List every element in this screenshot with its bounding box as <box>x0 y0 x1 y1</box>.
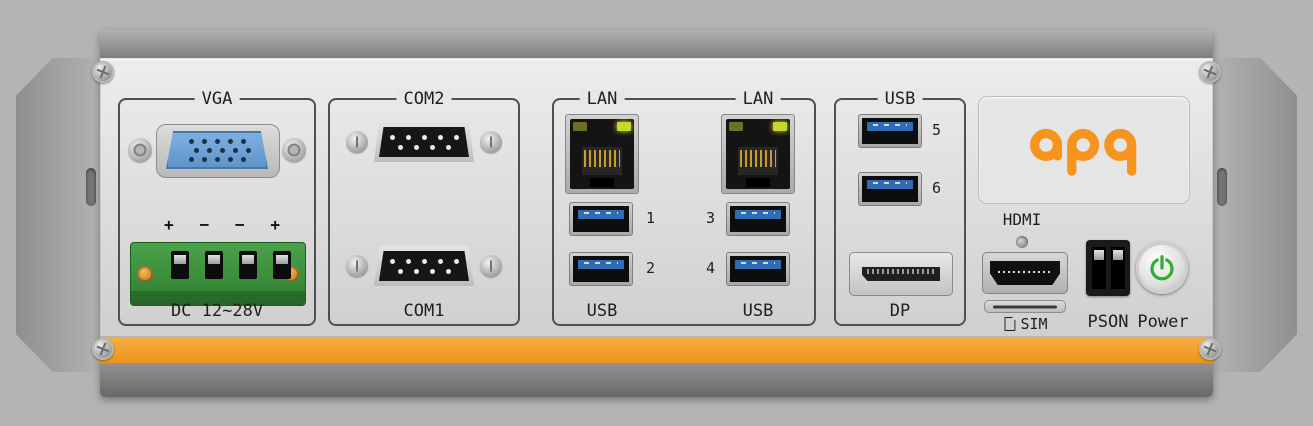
lan-led <box>573 122 587 131</box>
com-screw-post <box>480 255 502 277</box>
com1-label: COM1 <box>403 301 445 321</box>
usb-port-1 <box>569 202 633 236</box>
usb-left-label: USB <box>586 301 618 321</box>
com2-port <box>374 122 474 162</box>
mounting-ear-left <box>16 58 108 372</box>
polarity-mark: − <box>199 215 210 234</box>
chassis-bottom-edge <box>100 363 1213 397</box>
mounting-slot <box>1217 168 1227 206</box>
power-label: Power <box>1137 312 1189 332</box>
lan-usb-section: LAN LAN 1 2 3 4 USB USB <box>552 89 816 326</box>
vga-section: VGA + − − + DC 12~28V <box>118 89 316 326</box>
lan-led <box>617 122 631 131</box>
screw <box>92 61 114 83</box>
usb-port-number: 6 <box>932 179 942 197</box>
pson-pin <box>1091 247 1106 289</box>
mounting-ear-right <box>1205 58 1297 372</box>
usb-port-4 <box>726 252 790 286</box>
vga-port <box>166 131 268 169</box>
lan-right-label: LAN <box>735 89 781 109</box>
vga-label: VGA <box>194 89 240 109</box>
dc-label: DC 12~28V <box>170 301 264 321</box>
power-button[interactable] <box>1136 242 1188 294</box>
lan-left-label: LAN <box>579 89 625 109</box>
dc-polarity-marks: + − − + <box>164 215 280 234</box>
terminal-pin <box>171 251 189 279</box>
com-section: COM2 COM1 <box>328 89 520 326</box>
logo-panel: apq <box>978 96 1190 204</box>
usb-port-2 <box>569 252 633 286</box>
com-screw-post <box>346 131 368 153</box>
lan-led <box>729 122 743 131</box>
sim-label-row: SIM <box>1004 315 1048 333</box>
apq-logo-icon <box>1030 128 1137 176</box>
terminal-pin <box>273 251 291 279</box>
power-icon <box>1150 255 1174 281</box>
pson-pin <box>1110 247 1125 289</box>
hdmi-label: HDMI <box>1002 210 1042 229</box>
sim-label: SIM <box>1020 315 1048 333</box>
usb-top-label: USB <box>877 89 923 109</box>
vga-screw-post <box>282 138 306 162</box>
terminal-pin <box>205 251 223 279</box>
polarity-mark: + <box>270 215 280 234</box>
com1-port <box>374 246 474 286</box>
dp-port <box>849 252 953 296</box>
indicator-hole <box>1016 236 1028 248</box>
usb-right-label: USB <box>742 301 774 321</box>
usb-port-number: 3 <box>706 209 716 227</box>
terminal-screw <box>137 266 153 282</box>
screw <box>92 338 114 360</box>
usb-dp-section: USB 5 6 DP <box>834 89 966 326</box>
polarity-mark: − <box>234 215 245 234</box>
usb-port-number: 4 <box>706 259 716 277</box>
vga-screw-post <box>128 138 152 162</box>
lan-port-right <box>721 114 795 194</box>
com-screw-post <box>480 131 502 153</box>
lan-led <box>773 122 787 131</box>
sim-card-icon <box>1004 317 1016 331</box>
usb-port-5 <box>858 114 922 148</box>
dc-power-terminal <box>130 242 306 306</box>
mounting-slot <box>86 168 96 206</box>
usb-port-number: 2 <box>646 259 656 277</box>
chassis-top-edge <box>100 30 1213 58</box>
hdmi-port <box>982 252 1068 294</box>
lan-port-left <box>565 114 639 194</box>
pson-label: PSON <box>1087 312 1129 332</box>
dp-label: DP <box>889 301 911 321</box>
com-screw-post <box>346 255 368 277</box>
sim-slot <box>984 300 1066 313</box>
usb-port-number: 1 <box>646 209 656 227</box>
usb-port-3 <box>726 202 790 236</box>
pson-connector <box>1086 240 1130 296</box>
screw <box>1199 61 1221 83</box>
usb-port-6 <box>858 172 922 206</box>
polarity-mark: + <box>164 215 174 234</box>
terminal-pin <box>239 251 257 279</box>
screw <box>1199 338 1221 360</box>
usb-port-number: 5 <box>932 121 942 139</box>
accent-stripe <box>100 337 1213 363</box>
com2-label: COM2 <box>396 89 452 109</box>
